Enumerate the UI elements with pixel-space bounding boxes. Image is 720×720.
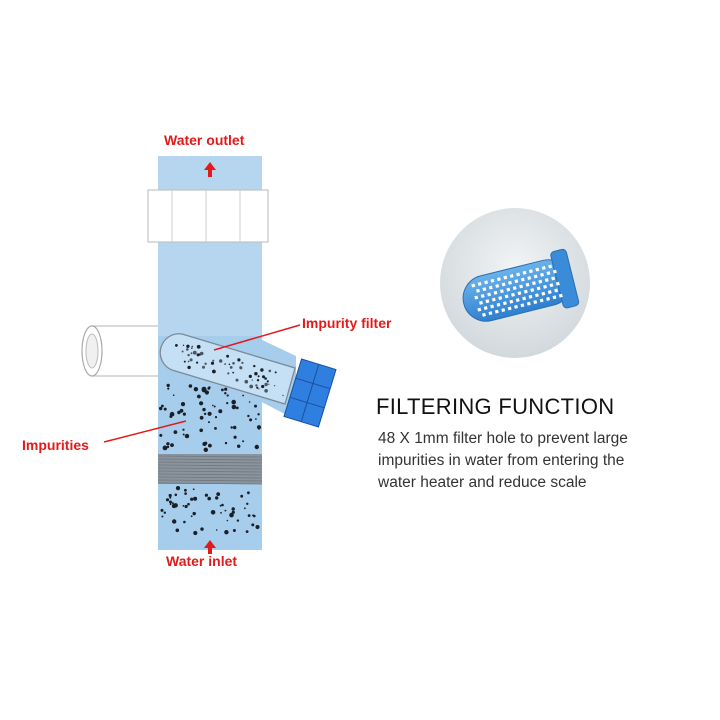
- filter-product-photo: [440, 208, 590, 358]
- clear-water-zone: [158, 156, 262, 336]
- water-outlet-label: Water outlet: [164, 132, 245, 148]
- impurities-label: Impurities: [22, 437, 89, 453]
- feature-heading: FILTERING FUNCTION: [376, 394, 615, 419]
- filter-basket-icon: [440, 208, 590, 358]
- filter-cap: [283, 358, 337, 428]
- water-inlet-label: Water inlet: [166, 553, 237, 569]
- impurity-filter-tube: [159, 333, 296, 405]
- description-line: impurities in water from entering the: [378, 452, 625, 469]
- side-pipe: [81, 325, 163, 377]
- impurity-particles-inlet: [160, 486, 260, 536]
- impurity-filter-leader: [213, 324, 301, 351]
- description-line: water heater and reduce scale: [378, 474, 587, 491]
- filter-mesh-band: [157, 454, 263, 485]
- feature-description: 48 X 1mm filter hole to prevent large im…: [378, 428, 698, 494]
- description-line: 48 X 1mm filter hole to prevent large: [378, 430, 628, 447]
- top-coupling: [147, 189, 269, 243]
- impurities-leader: [103, 420, 187, 443]
- impurity-particles-chamber: [159, 383, 262, 452]
- inlet-arrow: [204, 540, 216, 554]
- outlet-arrow: [204, 162, 216, 177]
- impurity-filter-label: Impurity filter: [302, 315, 392, 331]
